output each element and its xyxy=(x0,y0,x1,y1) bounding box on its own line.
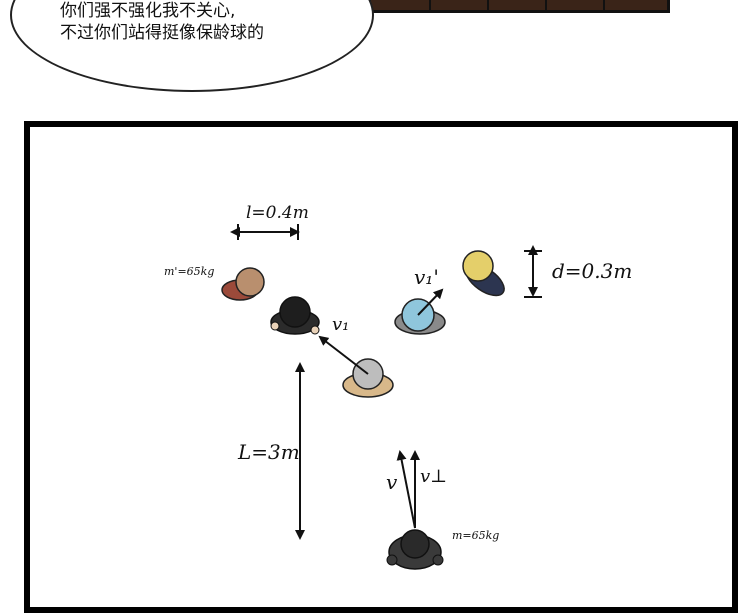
speech-line-2: 不过你们站得挺像保龄球的 xyxy=(60,23,264,43)
label-d: d=0.3m xyxy=(552,259,633,283)
diagram-drawing xyxy=(221,224,542,570)
velocity-v-arrow xyxy=(396,450,416,529)
player-brown-hair xyxy=(221,267,265,301)
label-l: l=0.4m xyxy=(246,203,309,223)
player-blue-hair xyxy=(394,298,446,335)
label-v: v xyxy=(386,470,398,494)
label-v-perp: v⊥ xyxy=(420,466,448,487)
player-bottom xyxy=(386,529,444,570)
label-v1: v₁ xyxy=(332,314,350,335)
velocity-v1-arrow xyxy=(318,335,369,375)
label-L: L=3m xyxy=(238,440,300,464)
label-m: m=65kg xyxy=(452,529,500,542)
velocity-v1-prime-arrow xyxy=(417,288,444,316)
label-m-prime: m'=65kg xyxy=(164,265,215,278)
label-v1-prime: v₁' xyxy=(414,265,439,289)
player-blonde-hair xyxy=(462,250,505,297)
player-black-hair xyxy=(270,296,320,335)
player-gray-hair xyxy=(342,358,394,398)
speech-line-1: 你们强不强化我不关心, xyxy=(60,1,236,21)
speech-bubble-text: 你们强不强化我不关心, 不过你们站得挺像保龄球的 xyxy=(60,0,360,44)
